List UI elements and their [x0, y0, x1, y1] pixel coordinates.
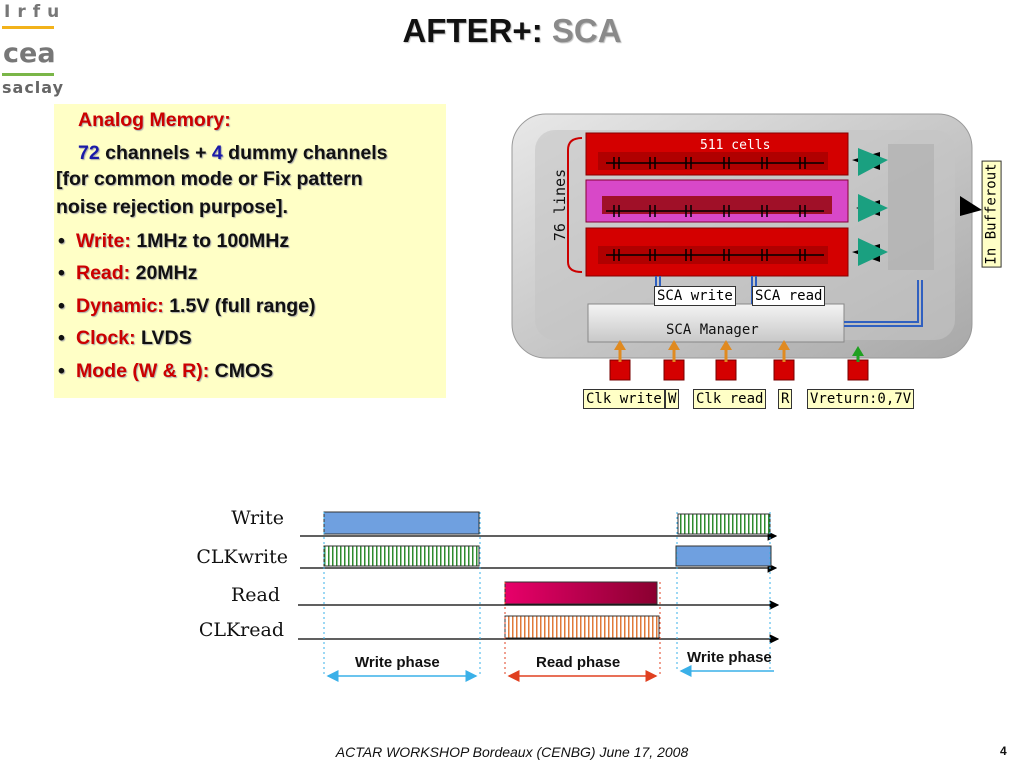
bullet-key: Dynamic:: [76, 295, 164, 317]
bullet-mode: •Mode (W & R): CMOS: [58, 360, 274, 382]
cells-label: 511 cells: [700, 138, 771, 153]
read-pulse: [504, 581, 658, 605]
clkread-pulse: [504, 615, 660, 639]
logo-saclay-text: saclay: [2, 78, 65, 97]
phase-write-1: Write phase: [355, 654, 440, 671]
input-pins: [609, 340, 869, 381]
panel-channels-line: 72 channels + 4 dummy channels: [78, 141, 387, 165]
phase-read: Read phase: [536, 654, 621, 671]
title-prefix: AFTER+:: [402, 12, 543, 49]
sca-read-label: SCA read: [752, 286, 826, 306]
memory-row-3: [585, 227, 849, 277]
channel-text: channels +: [99, 142, 212, 164]
sca-manager-label: SCA Manager: [666, 322, 759, 338]
in-bufferout-label: In Bufferout: [981, 160, 1002, 268]
input-r: R: [778, 389, 793, 409]
input-clk-write: Clk write: [583, 389, 665, 409]
bullet-dynamic: •Dynamic: 1.5V (full range): [58, 295, 316, 317]
logo-cea-text: cea: [3, 38, 56, 69]
input-vreturn: Vreturn:0,7V: [807, 389, 915, 409]
timing-diagram: [298, 511, 780, 682]
logo-irfu-text: Irfu: [4, 2, 67, 22]
panel-purpose-line2: noise rejection purpose].: [56, 196, 288, 218]
bullet-key: Clock:: [76, 327, 136, 349]
title-suffix: SCA: [551, 12, 622, 49]
signal-read-label: Read: [230, 584, 280, 606]
output-buffers: [852, 144, 982, 270]
memory-row-2: [585, 179, 849, 223]
phase-write-2: Write phase: [687, 649, 772, 666]
panel-heading: Analog Memory:: [78, 109, 231, 131]
lines-label: 76 lines: [551, 168, 569, 242]
lines-brace: [567, 137, 583, 273]
logo-divider-top: [2, 26, 54, 29]
bullet-value: 1MHz to 100MHz: [130, 230, 290, 252]
bullet-clock: •Clock: LVDS: [58, 327, 192, 349]
analog-memory-panel: [54, 104, 446, 398]
bullet-key: Mode (W & R):: [76, 360, 210, 382]
bullet-key: Write:: [76, 230, 131, 252]
input-clk-read: Clk read: [693, 389, 767, 409]
logo-divider-bottom: [2, 73, 54, 76]
dummy-count: 4: [211, 142, 223, 164]
signal-clkread-label: CLKread: [198, 619, 284, 641]
channel-count: 72: [78, 142, 100, 164]
bullet-value: 20MHz: [130, 262, 198, 284]
page-number: 4: [1000, 744, 1007, 758]
write-pulse-1: [323, 511, 480, 535]
clkwrite-pulse-1: [323, 545, 480, 567]
signal-write-label: Write: [231, 507, 284, 529]
signal-clkwrite-label: CLKwrite: [196, 546, 288, 568]
bullet-read: •Read: 20MHz: [58, 262, 198, 284]
dummy-text: dummy channels: [222, 142, 388, 164]
memory-row-1: [585, 132, 849, 176]
write-pulse-2: [677, 513, 771, 535]
bullet-value: CMOS: [209, 360, 274, 382]
bullet-value: LVDS: [135, 327, 192, 349]
sca-manager-block: [587, 303, 845, 343]
page-title: AFTER+: SCA: [0, 12, 1024, 50]
capacitor-symbols: [606, 157, 824, 261]
sca-write-label: SCA write: [654, 286, 736, 306]
cea-logo-icon: cea: [3, 38, 56, 69]
bullet-value: 1.5V (full range): [163, 295, 316, 317]
bullet-write: •Write: 1MHz to 100MHz: [58, 230, 290, 252]
panel-purpose-line1: [for common mode or Fix pattern: [56, 168, 363, 190]
input-w: W: [665, 389, 680, 409]
bullet-key: Read:: [76, 262, 131, 284]
footer-text: ACTAR WORKSHOP Bordeaux (CENBG) June 17,…: [335, 744, 689, 760]
clkwrite-pulse-2: [675, 545, 772, 567]
